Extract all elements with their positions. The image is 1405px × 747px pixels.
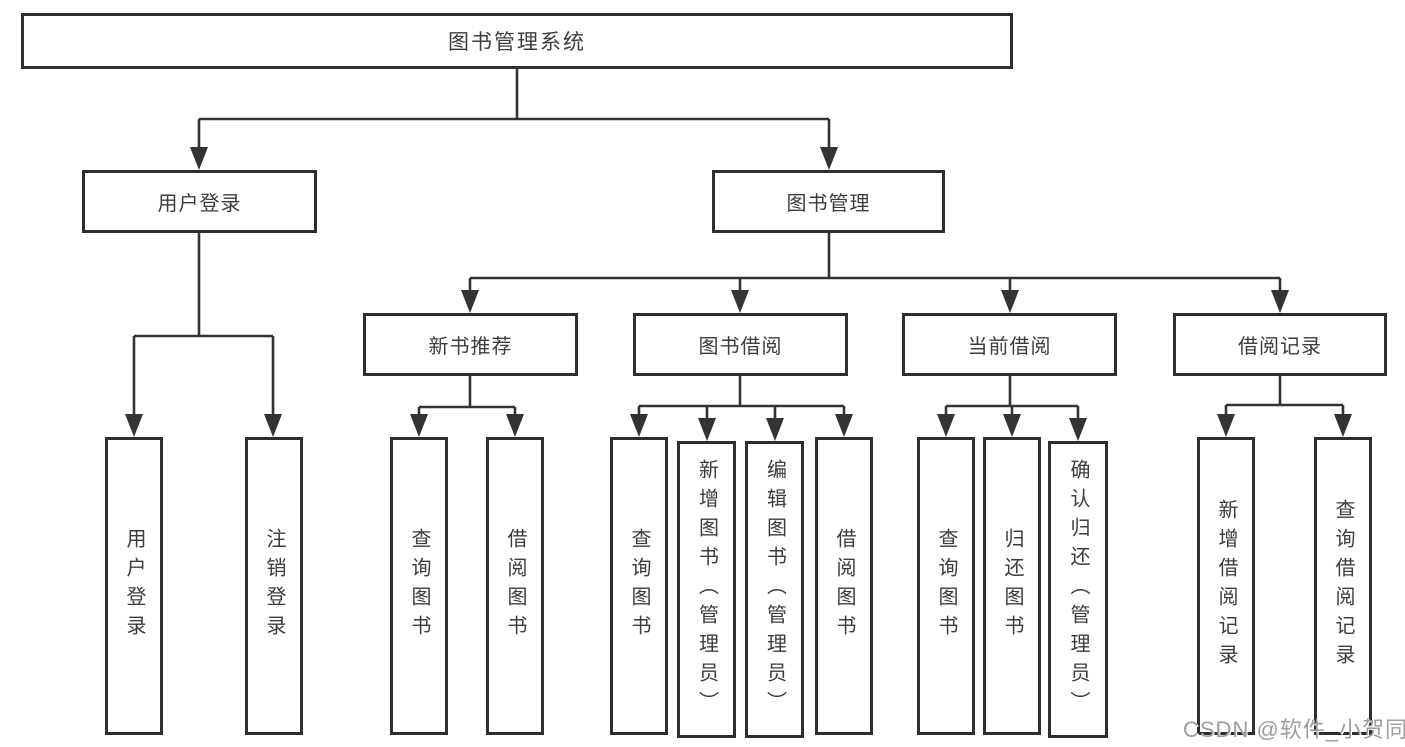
node-label: 借阅图书 xyxy=(504,528,526,644)
arrowhead-down-icon xyxy=(125,414,143,437)
arrowhead-down-icon xyxy=(264,414,282,437)
arrowhead-down-icon xyxy=(1334,414,1352,437)
arrowhead-down-icon xyxy=(1069,418,1087,441)
node-label: 用户登录 xyxy=(123,528,145,644)
node-label: 归还图书 xyxy=(1001,528,1023,644)
arrowhead-down-icon xyxy=(1217,414,1235,437)
node-book-borrowing: 图书借阅 xyxy=(633,313,848,376)
connector-current-borrow-branch xyxy=(944,376,1080,423)
node-new-book-recommendation: 新书推荐 xyxy=(363,313,578,376)
arrowhead-down-icon xyxy=(506,414,524,437)
connector-book-borrow-branch xyxy=(637,376,846,423)
arrowhead-down-icon xyxy=(698,418,716,441)
node-label: 新书推荐 xyxy=(428,336,513,358)
arrowhead-down-icon xyxy=(1003,414,1021,437)
node-label: 图书管理系统 xyxy=(448,31,586,54)
leaf-query-books: 查询图书 xyxy=(390,437,448,735)
leaf-query-books: 查询图书 xyxy=(917,437,975,735)
node-label: 借阅记录 xyxy=(1238,336,1322,358)
arrowhead-down-icon xyxy=(820,147,838,170)
leaf-user-login: 用户登录 xyxy=(105,437,163,735)
connector-book-management-branch xyxy=(468,233,1282,295)
node-current-borrowing: 当前借阅 xyxy=(902,313,1117,376)
node-label: 借阅图书 xyxy=(833,528,855,644)
node-user-login: 用户登录 xyxy=(82,170,317,233)
node-borrowing-records: 借阅记录 xyxy=(1173,313,1387,376)
node-label: 图书借阅 xyxy=(698,336,783,358)
node-book-management: 图书管理 xyxy=(712,170,945,233)
arrowhead-down-icon xyxy=(1271,290,1289,313)
node-label: 新增借阅记录 xyxy=(1215,499,1237,673)
arrowhead-down-icon xyxy=(410,414,428,437)
node-label: 查询图书 xyxy=(628,528,650,644)
leaf-query-borrow-record: 查询借阅记录 xyxy=(1314,437,1372,735)
arrowhead-down-icon xyxy=(461,290,479,313)
connector-user-login-branch xyxy=(132,233,275,419)
node-label: 查询图书 xyxy=(935,528,957,644)
leaf-add-books-admin: 新增图书（管理员） xyxy=(677,441,736,738)
leaf-confirm-return-admin: 确认归还（管理员） xyxy=(1048,441,1108,738)
node-label: 当前借阅 xyxy=(967,336,1052,358)
arrowhead-down-icon xyxy=(1001,290,1019,313)
csdn-watermark: CSDN @软件_小贺同学 xyxy=(1183,717,1405,742)
node-label: 编辑图书（管理员） xyxy=(763,459,786,720)
leaf-edit-books-admin: 编辑图书（管理员） xyxy=(745,441,804,738)
node-label: 注销登录 xyxy=(263,528,285,644)
arrowhead-down-icon xyxy=(630,414,648,437)
leaf-logout: 注销登录 xyxy=(245,437,303,735)
connector-root-to-level2 xyxy=(197,69,831,150)
node-label: 用户登录 xyxy=(157,193,242,215)
arrowhead-down-icon xyxy=(731,290,749,313)
connector-borrow-records-branch xyxy=(1224,376,1345,419)
leaf-return-books: 归还图书 xyxy=(983,437,1041,735)
arrowhead-down-icon xyxy=(835,414,853,437)
leaf-add-borrow-record: 新增借阅记录 xyxy=(1197,437,1255,735)
leaf-query-books: 查询图书 xyxy=(610,437,668,735)
node-label: 图书管理 xyxy=(786,193,871,215)
arrowhead-down-icon xyxy=(190,147,208,170)
node-label: 确认归还（管理员） xyxy=(1067,459,1089,720)
node-label: 查询借阅记录 xyxy=(1332,499,1354,673)
arrowhead-down-icon xyxy=(937,414,955,437)
node-label: 新增图书（管理员） xyxy=(695,459,718,720)
arrowhead-down-icon xyxy=(766,418,784,441)
leaf-borrow-books: 借阅图书 xyxy=(815,437,873,735)
node-library-management-system: 图书管理系统 xyxy=(21,13,1013,69)
connector-new-book-branch xyxy=(417,376,517,419)
leaf-borrow-books: 借阅图书 xyxy=(486,437,544,735)
node-label: 查询图书 xyxy=(408,528,430,644)
